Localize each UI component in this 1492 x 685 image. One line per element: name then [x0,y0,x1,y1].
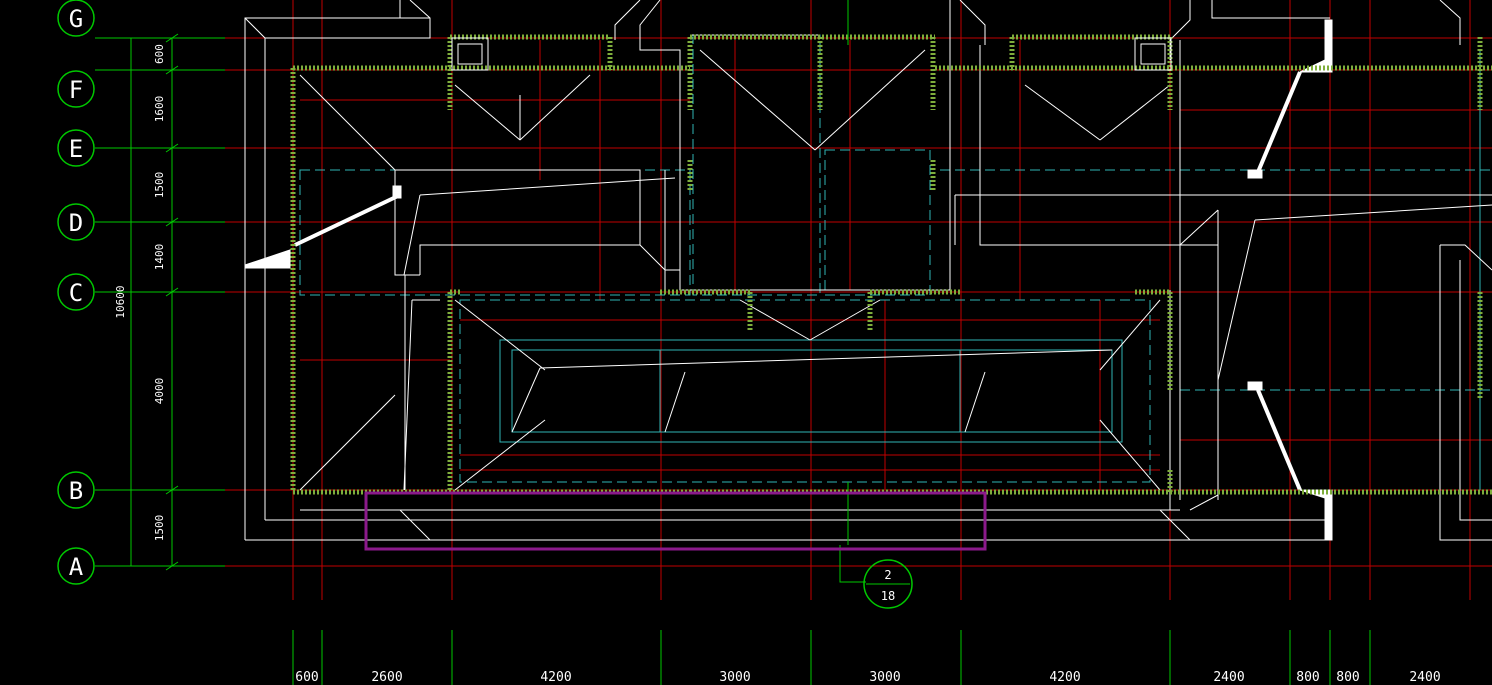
selection-highlight[interactable] [364,491,987,551]
bottom-dim-label: 600 [295,670,318,685]
wall-hatch [290,34,1492,495]
axis-label: C [69,279,83,307]
bottom-dim-label: 2400 [1409,670,1440,685]
vent-shafts [451,37,1172,71]
axis-bubble-g: G [57,0,95,37]
dim-tick [165,65,179,75]
vertical-dim-label: 1500 [153,515,166,542]
bottom-dim-label: 3000 [869,670,900,685]
axis-label: F [69,76,83,104]
bottom-dim-label: 4200 [540,670,571,685]
bottom-dim-label: 800 [1296,670,1319,685]
axis-label: G [69,5,83,33]
axis-bubble-icon [57,70,95,108]
dim-tick [165,217,179,227]
axis-bubble-icon [57,0,95,37]
detail-callout-icon [863,559,913,609]
vertical-dim-label: 1600 [153,96,166,123]
axis-bubble-icon [57,203,95,241]
dim-tick [165,561,179,571]
bottom-dim-label: 4200 [1049,670,1080,685]
vertical-dim-label: 4000 [153,378,166,405]
dim-tick [165,33,179,43]
dim-tick [165,485,179,495]
axis-bubble-c: C [57,273,95,311]
axis-bubble-icon [57,129,95,167]
dim-tick [165,287,179,297]
axis-bubble-icon [57,471,95,509]
bottom-dim-label: 2400 [1213,670,1244,685]
building-outline [244,0,1492,541]
vertical-dimensions: 600 1600 1500 1400 4000 1500 [153,33,179,571]
vertical-dim-label: 1400 [153,244,166,271]
axis-bubble-a: A [57,547,95,585]
axis-label: A [69,553,84,581]
axis-label: B [69,477,83,505]
dim-tick [165,143,179,153]
detail-callout-number: 2 [884,568,891,582]
detail-callout-sheet: 18 [881,589,895,603]
vertical-dim-label: 600 [153,44,166,64]
bottom-dim-label: 800 [1336,670,1359,685]
stair-break-lines [244,19,1333,541]
axis-bubble-f: F [57,70,95,108]
axis-bubble-e: E [57,129,95,167]
axis-bubbles: G F E D C B A [57,0,95,585]
axis-bubble-b: B [57,471,95,509]
detail-callout[interactable]: 2 18 [863,559,913,609]
bottom-dim-label: 3000 [719,670,750,685]
axis-lines [95,0,1371,685]
axis-label: E [69,135,83,163]
axis-bubble-d: D [57,203,95,241]
bottom-dim-label: 2600 [371,670,402,685]
total-dimension: 10600 [114,285,127,318]
axis-bubble-icon [57,273,95,311]
axis-label: D [69,209,83,237]
cyan-outline-lines [299,34,1492,490]
vertical-dim-label: 1500 [153,172,166,199]
bottom-dimensions: 600 2600 4200 3000 3000 4200 2400 800 800 2400 [295,670,1440,685]
axis-bubble-icon [57,547,95,585]
